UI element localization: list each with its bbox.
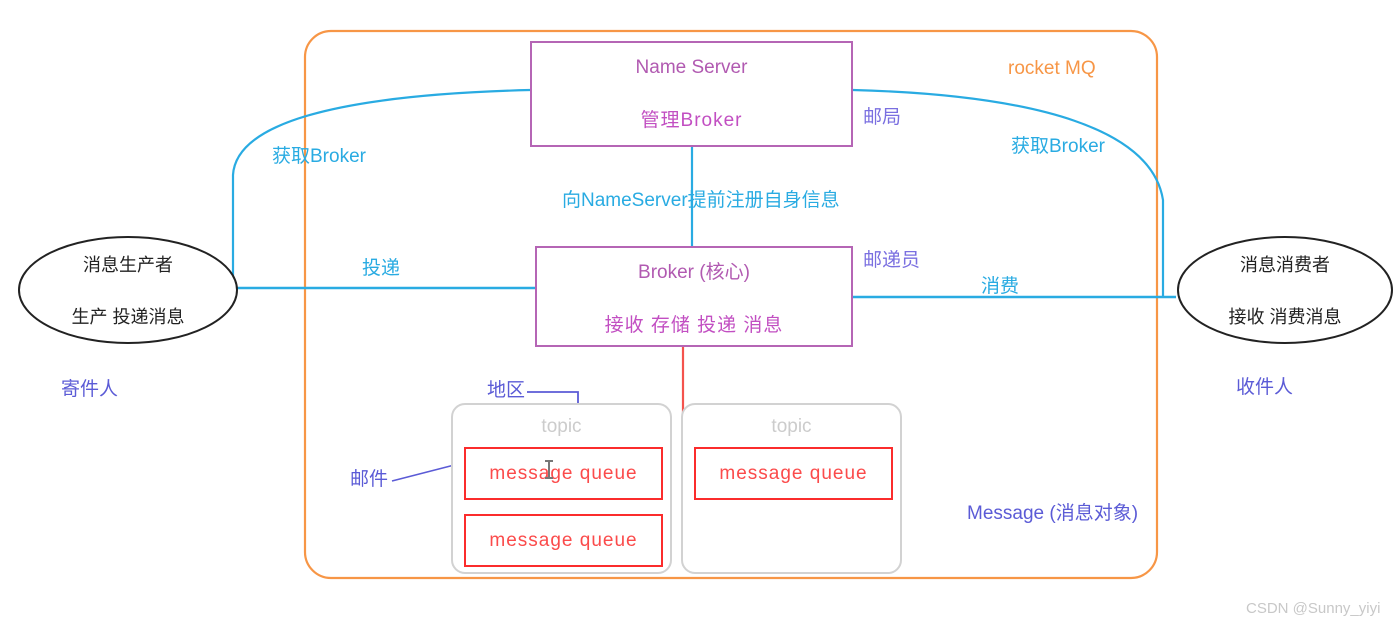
- consumer-title: 消息消费者: [1240, 255, 1330, 275]
- topic-container-1[interactable]: topic message queue message queue: [451, 403, 672, 574]
- label-message-object: Message (消息对象): [967, 503, 1139, 524]
- message-queue-1-1[interactable]: message queue: [464, 447, 663, 500]
- consumer-subtitle: 接收 消费消息: [1228, 307, 1342, 327]
- producer-title: 消息生产者: [83, 255, 173, 275]
- edge-producer-to-nameserver: [231, 88, 531, 288]
- topic-container-2[interactable]: topic message queue: [681, 403, 902, 574]
- broker-node[interactable]: Broker (核心) 接收 存储 投递 消息: [535, 246, 853, 347]
- broker-subtitle: 接收 存储 投递 消息: [604, 314, 784, 336]
- label-consumer-fetch-broker: 获取Broker: [1011, 136, 1105, 157]
- topic-1-title: topic: [541, 416, 582, 437]
- label-consumer-role: 收件人: [1236, 377, 1294, 398]
- text-cursor-icon: [545, 460, 553, 479]
- rocketmq-container-border: [303, 29, 1159, 580]
- consumer-ellipse: [1177, 236, 1393, 344]
- label-broker-role: 邮递员: [863, 250, 921, 271]
- producer-node[interactable]: 消息生产者 生产 投递消息: [19, 237, 237, 343]
- csdn-watermark: CSDN @Sunny_yiyi: [1246, 600, 1381, 617]
- consumer-node[interactable]: 消息消费者 接收 消费消息: [1178, 237, 1392, 343]
- label-mail-annotation: 邮件: [350, 469, 389, 490]
- label-producer-send: 投递: [362, 258, 401, 279]
- region-leader-line: [527, 391, 579, 408]
- message-queue-2-1[interactable]: message queue: [694, 447, 893, 500]
- label-rocketmq: rocket MQ: [1008, 58, 1096, 79]
- label-name-server-role: 邮局: [863, 107, 902, 128]
- producer-ellipse: [18, 236, 238, 344]
- topic-2-title: topic: [771, 416, 812, 437]
- edge-nameserver-to-consumer: [852, 88, 1165, 297]
- producer-subtitle: 生产 投递消息: [71, 307, 185, 327]
- broker-title: Broker (核心): [638, 261, 750, 283]
- label-region-annotation: 地区: [487, 380, 526, 401]
- label-broker-register: 向NameServer提前注册自身信息: [562, 190, 840, 211]
- name-server-title: Name Server: [635, 56, 748, 78]
- name-server-subtitle: 管理Broker: [640, 109, 743, 131]
- label-consumer-consume: 消费: [981, 276, 1020, 297]
- message-queue-1-2[interactable]: message queue: [464, 514, 663, 567]
- label-producer-fetch-broker: 获取Broker: [272, 146, 366, 167]
- label-producer-role: 寄件人: [61, 379, 119, 400]
- name-server-node[interactable]: Name Server 管理Broker: [530, 41, 853, 147]
